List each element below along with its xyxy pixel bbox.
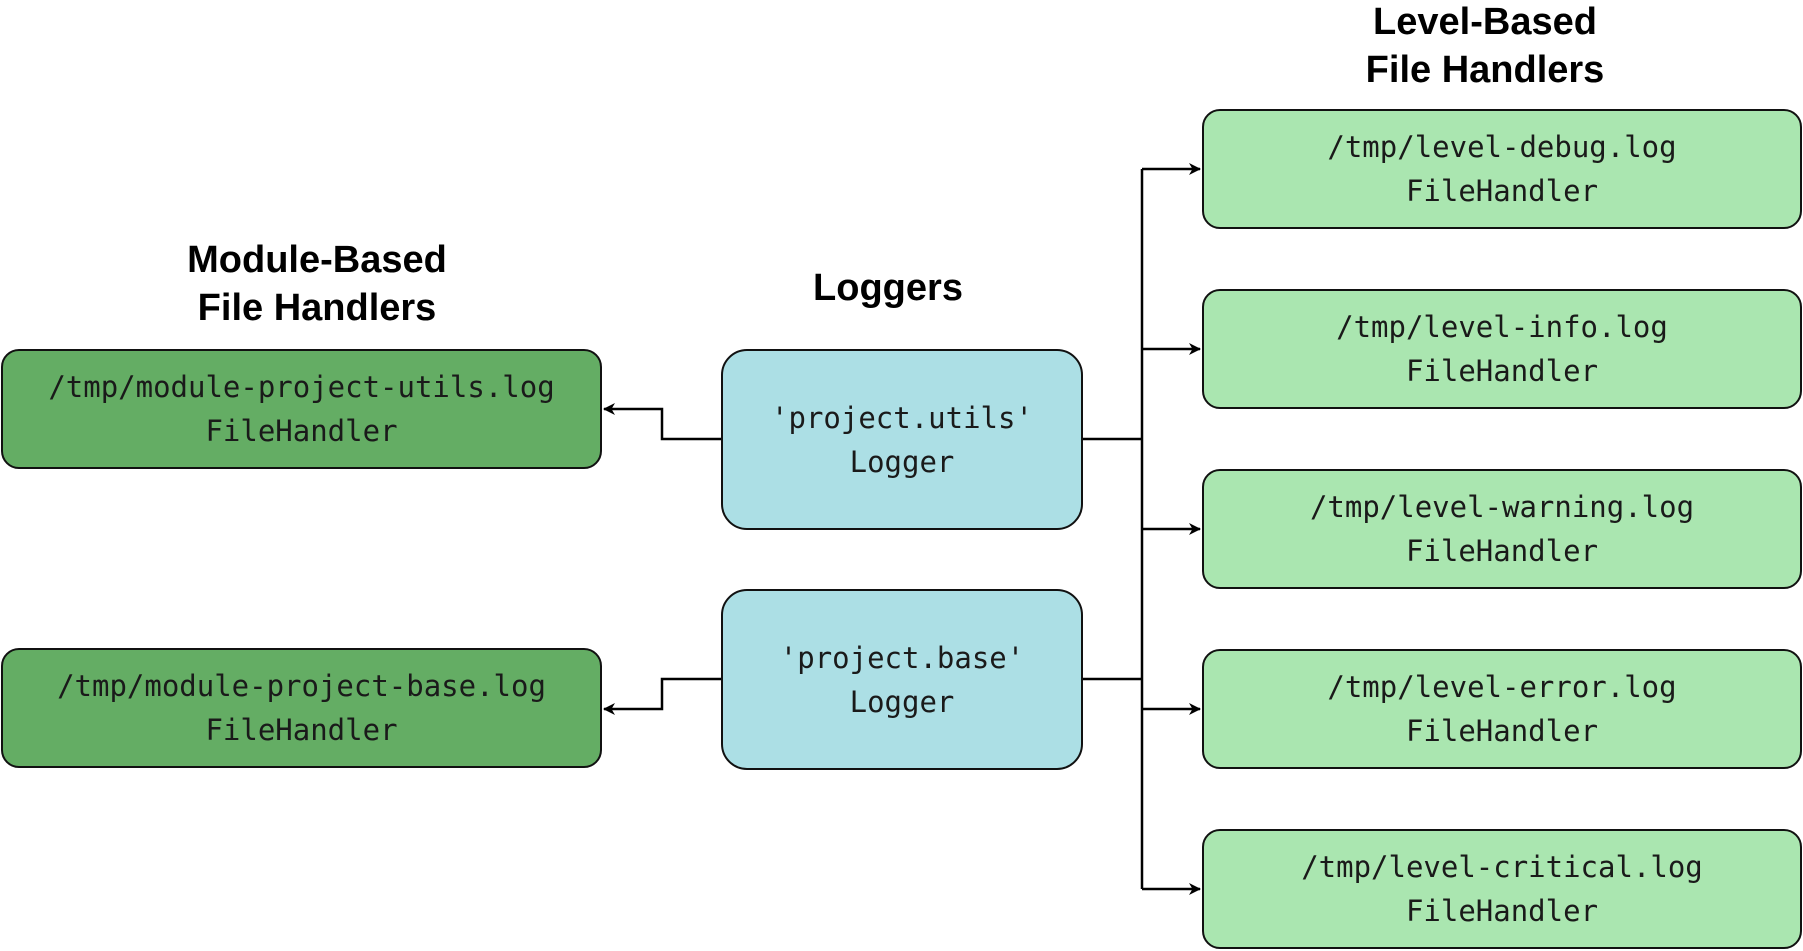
- level-handler-error[interactable]: /tmp/level-error.log FileHandler: [1202, 649, 1802, 769]
- level-handler-warning[interactable]: /tmp/level-warning.log FileHandler: [1202, 469, 1802, 589]
- handler-type: FileHandler: [1405, 894, 1599, 928]
- level-handlers-heading: Level-Based File Handlers: [1340, 0, 1630, 94]
- module-heading-line-2: File Handlers: [197, 287, 437, 329]
- handler-path: /tmp/level-debug.log: [1327, 130, 1677, 164]
- module-handler-utils[interactable]: /tmp/module-project-utils.log FileHandle…: [1, 349, 602, 469]
- level-handler-info[interactable]: /tmp/level-info.log FileHandler: [1202, 289, 1802, 409]
- module-handler-base[interactable]: /tmp/module-project-base.log FileHandler: [1, 648, 602, 768]
- module-heading-line-1: Module-Based: [187, 239, 447, 281]
- loggers-heading: Loggers: [788, 264, 988, 312]
- edge-utils-to-module-handler: [603, 403, 721, 441]
- handler-path: /tmp/level-warning.log: [1309, 490, 1695, 524]
- logger-name: 'project.base': [779, 640, 1025, 675]
- handler-path: /tmp/module-project-utils.log: [48, 370, 555, 404]
- handler-path: /tmp/level-error.log: [1327, 670, 1677, 704]
- handler-type: FileHandler: [205, 713, 398, 747]
- handler-type: FileHandler: [205, 414, 398, 448]
- module-handlers-heading: Module-Based File Handlers: [172, 236, 462, 332]
- handler-path: /tmp/level-info.log: [1336, 310, 1668, 344]
- level-handler-critical[interactable]: /tmp/level-critical.log FileHandler: [1202, 829, 1802, 949]
- handler-type: FileHandler: [1405, 174, 1599, 208]
- logger-name: 'project.utils': [771, 400, 1033, 435]
- handler-path: /tmp/level-critical.log: [1301, 850, 1703, 884]
- edge-base-to-module-handler: [603, 677, 721, 715]
- level-heading-line-1: Level-Based: [1373, 1, 1597, 43]
- handler-path: /tmp/module-project-base.log: [57, 669, 546, 703]
- logger-project-utils[interactable]: 'project.utils' Logger: [721, 349, 1083, 530]
- loggers-heading-text: Loggers: [813, 267, 963, 309]
- logger-project-base[interactable]: 'project.base' Logger: [721, 589, 1083, 770]
- level-handler-debug[interactable]: /tmp/level-debug.log FileHandler: [1202, 109, 1802, 229]
- handler-type: FileHandler: [1405, 534, 1599, 568]
- logger-type: Logger: [849, 444, 955, 479]
- handler-type: FileHandler: [1405, 714, 1599, 748]
- handler-type: FileHandler: [1405, 354, 1599, 388]
- level-heading-line-2: File Handlers: [1365, 49, 1605, 91]
- logger-type: Logger: [849, 684, 955, 719]
